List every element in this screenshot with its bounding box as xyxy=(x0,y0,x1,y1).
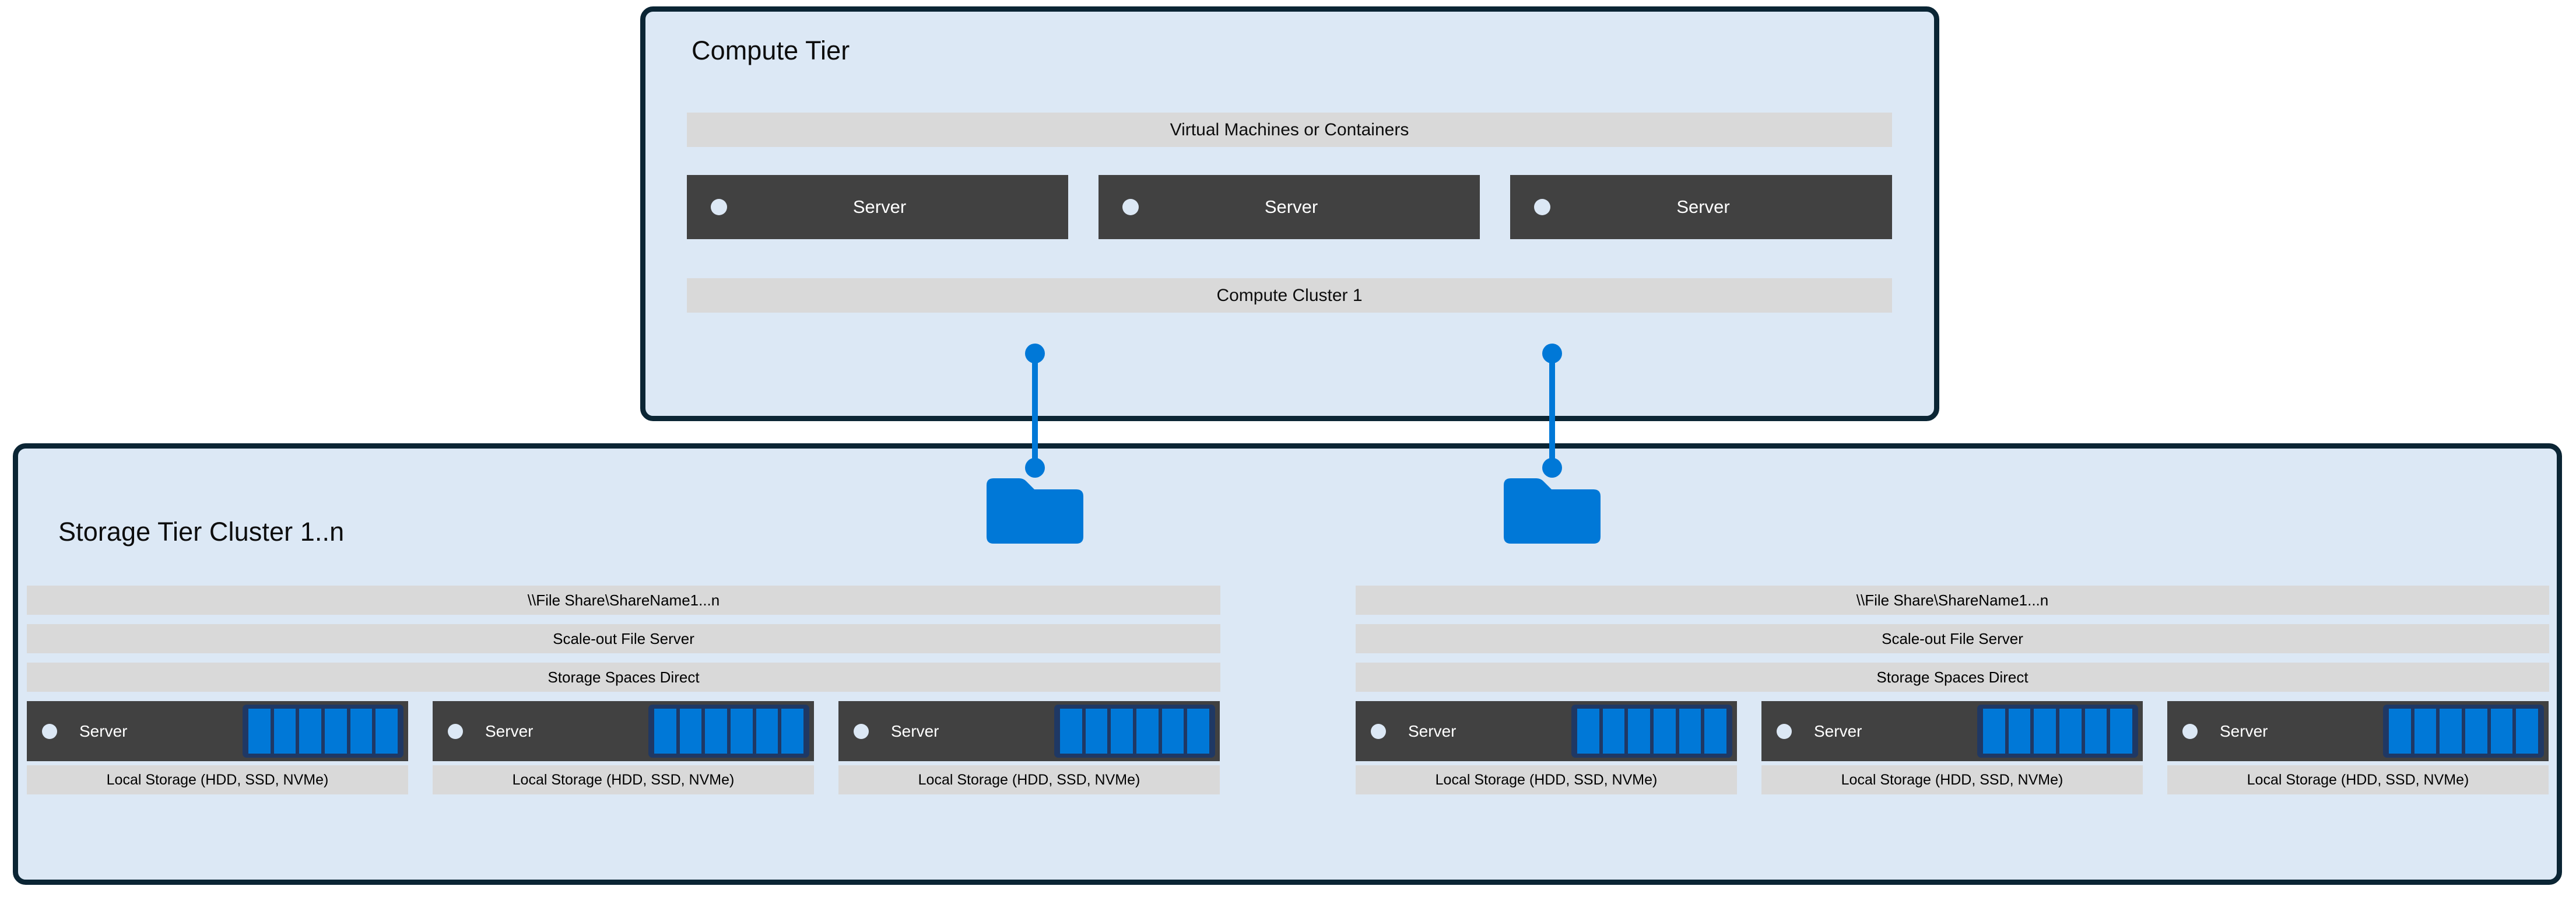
scale-out-file-server-band-label: Scale-out File Server xyxy=(553,630,694,647)
compute-server-node[interactable]: Server xyxy=(687,175,1068,239)
storage-server-node[interactable]: Server Local Storage (HDD, SSD, NVMe) xyxy=(2167,701,2549,794)
file-share-band: \\File Share\ShareName1...n xyxy=(27,586,1220,615)
disk-array-icon xyxy=(648,705,809,758)
compute-cluster-band-label: Compute Cluster 1 xyxy=(1216,285,1363,305)
local-storage-band: Local Storage (HDD, SSD, NVMe) xyxy=(1356,765,1737,794)
local-storage-band: Local Storage (HDD, SSD, NVMe) xyxy=(27,765,408,794)
storage-server-node[interactable]: Server Local Storage (HDD, SSD, NVMe) xyxy=(838,701,1220,794)
storage-cluster: \\File Share\ShareName1...n Scale-out Fi… xyxy=(1356,586,2549,871)
storage-spaces-direct-band: Storage Spaces Direct xyxy=(1356,663,2549,692)
compute-server-node[interactable]: Server xyxy=(1510,175,1892,239)
storage-server-box[interactable]: Server xyxy=(1761,701,2143,761)
storage-cluster: \\File Share\ShareName1...n Scale-out Fi… xyxy=(27,586,1220,871)
virtual-machines-band-label: Virtual Machines or Containers xyxy=(1170,120,1409,139)
status-indicator-icon xyxy=(1534,199,1550,215)
compute-server-node[interactable]: Server xyxy=(1099,175,1480,239)
status-indicator-icon xyxy=(2182,723,2198,739)
storage-server-node[interactable]: Server Local Storage (HDD, SSD, NVMe) xyxy=(433,701,814,794)
storage-server-box[interactable]: Server xyxy=(1356,701,1737,761)
local-storage-band: Local Storage (HDD, SSD, NVMe) xyxy=(433,765,814,794)
local-storage-band-label: Local Storage (HDD, SSD, NVMe) xyxy=(2247,771,2469,788)
storage-server-node[interactable]: Server Local Storage (HDD, SSD, NVMe) xyxy=(27,701,408,794)
storage-server-label: Server xyxy=(79,722,128,740)
disk-array-icon xyxy=(243,705,403,758)
file-share-folder-icon xyxy=(1504,478,1601,544)
storage-server-label: Server xyxy=(1408,722,1457,740)
compute-to-storage-connector xyxy=(1025,344,1045,478)
disk-array-icon xyxy=(1054,705,1215,758)
scale-out-file-server-band-label: Scale-out File Server xyxy=(1882,630,2023,647)
compute-server-label: Server xyxy=(1676,197,1730,217)
disk-array-icon xyxy=(2383,705,2544,758)
connector-endpoint-dot-icon xyxy=(1542,458,1562,478)
storage-server-label: Server xyxy=(891,722,939,740)
local-storage-band-label: Local Storage (HDD, SSD, NVMe) xyxy=(512,771,735,788)
status-indicator-icon xyxy=(42,723,57,739)
local-storage-band-label: Local Storage (HDD, SSD, NVMe) xyxy=(1435,771,1658,788)
local-storage-band-label: Local Storage (HDD, SSD, NVMe) xyxy=(1841,771,2063,788)
compute-tier-title: Compute Tier xyxy=(692,36,850,65)
local-storage-band: Local Storage (HDD, SSD, NVMe) xyxy=(838,765,1220,794)
storage-server-label: Server xyxy=(1814,722,1862,740)
disk-array-icon xyxy=(1977,705,2138,758)
status-indicator-icon xyxy=(1122,199,1139,215)
storage-server-box[interactable]: Server xyxy=(838,701,1220,761)
compute-server-label: Server xyxy=(1264,197,1318,217)
storage-server-box[interactable]: Server xyxy=(433,701,814,761)
disk-array-icon xyxy=(1571,705,1732,758)
local-storage-band-label: Local Storage (HDD, SSD, NVMe) xyxy=(106,771,329,788)
storage-spaces-direct-band-label: Storage Spaces Direct xyxy=(548,668,700,686)
scale-out-file-server-band: Scale-out File Server xyxy=(1356,624,2549,653)
storage-server-node[interactable]: Server Local Storage (HDD, SSD, NVMe) xyxy=(1761,701,2143,794)
local-storage-band: Local Storage (HDD, SSD, NVMe) xyxy=(1761,765,2143,794)
storage-server-label: Server xyxy=(2220,722,2268,740)
storage-server-box[interactable]: Server xyxy=(27,701,408,761)
virtual-machines-band: Virtual Machines or Containers xyxy=(687,113,1892,147)
storage-spaces-direct-band: Storage Spaces Direct xyxy=(27,663,1220,692)
compute-server-label: Server xyxy=(852,197,907,217)
status-indicator-icon xyxy=(448,723,463,739)
local-storage-band: Local Storage (HDD, SSD, NVMe) xyxy=(2167,765,2549,794)
storage-server-box[interactable]: Server xyxy=(2167,701,2549,761)
scale-out-file-server-band: Scale-out File Server xyxy=(27,624,1220,653)
compute-cluster-band: Compute Cluster 1 xyxy=(687,278,1892,313)
status-indicator-icon xyxy=(1371,723,1386,739)
storage-spaces-direct-band-label: Storage Spaces Direct xyxy=(1876,668,2028,686)
connector-line xyxy=(1032,348,1038,473)
file-share-folder-icon xyxy=(987,478,1083,544)
file-share-band-label: \\File Share\ShareName1...n xyxy=(1856,591,2049,609)
status-indicator-icon xyxy=(1777,723,1792,739)
connector-line xyxy=(1549,348,1555,473)
status-indicator-icon xyxy=(854,723,869,739)
storage-server-label: Server xyxy=(485,722,534,740)
storage-tier-title: Storage Tier Cluster 1..n xyxy=(58,517,345,547)
local-storage-band-label: Local Storage (HDD, SSD, NVMe) xyxy=(918,771,1140,788)
file-share-band: \\File Share\ShareName1...n xyxy=(1356,586,2549,615)
file-share-band-label: \\File Share\ShareName1...n xyxy=(527,591,720,609)
connector-endpoint-dot-icon xyxy=(1025,458,1045,478)
compute-to-storage-connector xyxy=(1542,344,1562,478)
status-indicator-icon xyxy=(711,199,727,215)
storage-server-node[interactable]: Server Local Storage (HDD, SSD, NVMe) xyxy=(1356,701,1737,794)
